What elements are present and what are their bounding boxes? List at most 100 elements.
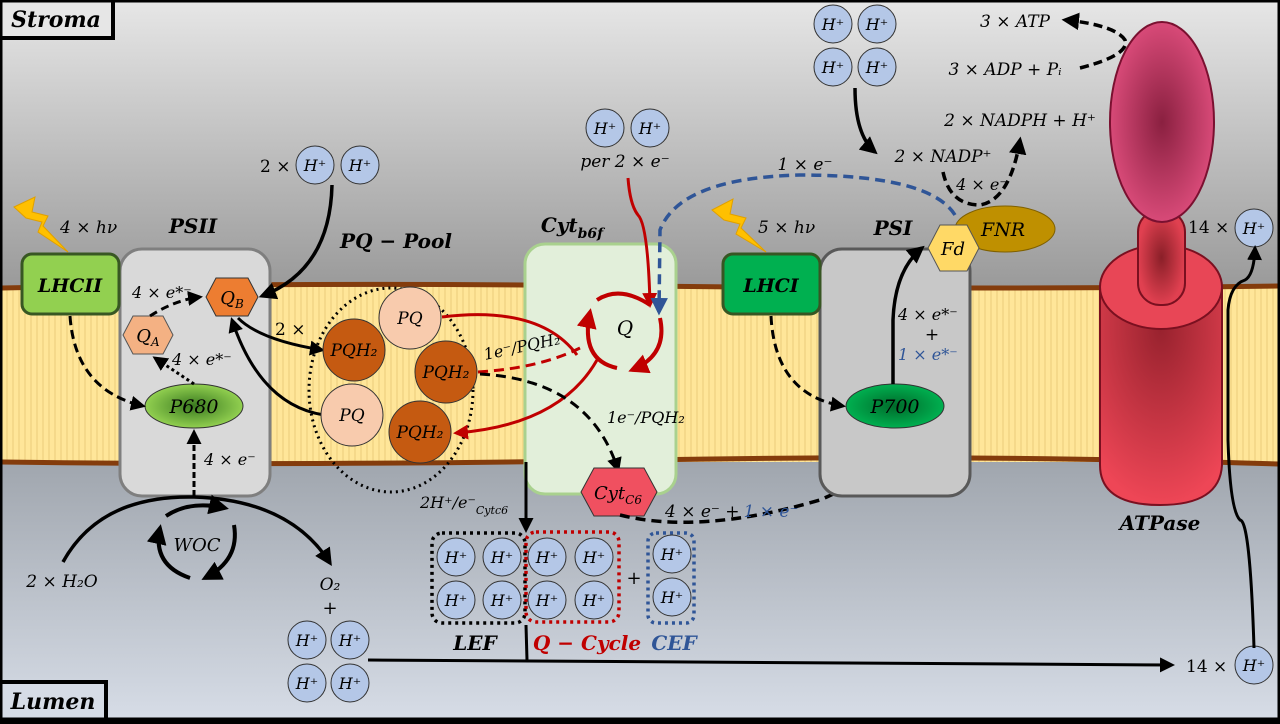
q-cycle-arc-left [576, 308, 618, 370]
lhcii-to-p680-arrow [68, 315, 146, 411]
qa-label: QA [136, 326, 160, 349]
adp-label: 3 × ADP + Pᵢ [948, 60, 1061, 80]
fnr-electron-label: 4 × e⁻ [955, 175, 1008, 194]
proton-label: H⁺ [1242, 656, 1265, 675]
proton-label: H⁺ [295, 674, 318, 693]
proton-icon: H⁺ [857, 4, 897, 44]
atpase-base [1099, 285, 1223, 507]
proton-icon: H⁺ [295, 145, 335, 185]
lhci-to-p700-arrow [769, 315, 846, 412]
proton-icon: H⁺ [652, 534, 692, 574]
water-label: 2 × H₂O [25, 572, 98, 592]
proton-label: H⁺ [338, 674, 361, 693]
proton-label: H⁺ [1242, 219, 1265, 238]
nadph-label: 2 × NADPH + H⁺ [943, 111, 1096, 131]
atpase-lumen-protons-label: 14 × [1186, 657, 1227, 677]
protons-to-nadp-arrow [853, 87, 878, 155]
p700-fd-plus: + [925, 325, 939, 345]
qcycle-proton-group [524, 530, 621, 624]
pq-pool-title: PQ − Pool [339, 229, 452, 253]
proton-icon: H⁺ [652, 577, 692, 617]
proton-icon: H⁺ [585, 108, 625, 148]
pq-molecule-label: PQH₂ [421, 363, 469, 383]
p700-label: P700 [869, 396, 919, 418]
atp-label: 3 × ATP [980, 12, 1051, 32]
lhcii [20, 252, 121, 316]
nadp-label: 2 × NADP⁺ [893, 147, 991, 167]
p680-qa-electron-label: 4 × e*⁻ [171, 350, 232, 369]
proton-label: H⁺ [348, 156, 371, 175]
psii-title: PSII [168, 214, 218, 238]
woc-cycle-arrow-top [164, 494, 229, 518]
pq-molecule-label: PQ [396, 309, 422, 329]
proton-icon: H⁺ [813, 47, 853, 87]
lumen-label-box: Lumen [0, 680, 108, 722]
proton-icon: H⁺ [482, 537, 522, 577]
psii-stroma-protons-prefix: 2 × [260, 157, 290, 177]
lhcii-label: LHCII [37, 275, 103, 297]
woc-cycle-arrow-right [201, 524, 237, 580]
lightning-bolt-icon [13, 196, 69, 253]
lef-label: LEF [452, 631, 498, 655]
pq-molecule-label: PQH₂ [395, 423, 443, 443]
cef-electron-label: 1 × e⁻ [778, 155, 833, 175]
fd-hexagon [927, 224, 980, 272]
stroma-label: Stroma [11, 7, 101, 33]
proton-label: H⁺ [660, 545, 683, 564]
qb-pq-stoich-label: 2 × [275, 320, 305, 340]
proton-label: H⁺ [338, 631, 361, 650]
cytb6f-title: Cytb6f [541, 213, 606, 242]
cytb6f-complex [523, 242, 678, 496]
proton-label: H⁺ [295, 631, 318, 650]
qa-hexagon [122, 315, 174, 355]
proton-label: H⁺ [535, 548, 558, 567]
pqh2-c6-label: 1e⁻/PQH₂ [607, 408, 685, 427]
q-to-pqh2-red-arrow [453, 359, 599, 440]
lumen-protons-psii: H⁺ H⁺ H⁺ H⁺ [287, 620, 370, 703]
psi-complex [818, 247, 972, 498]
woc-label: WOC [173, 535, 220, 556]
psii-light-label: 4 × hν [59, 218, 117, 238]
cytb6f-stroma-protons: H⁺ H⁺ [585, 108, 670, 148]
p700-fd-label-black: 4 × e*⁻ [897, 305, 958, 324]
proton-label: H⁺ [865, 15, 888, 34]
proton-label: H⁺ [303, 156, 326, 175]
proton-label: H⁺ [593, 119, 616, 138]
q-cycle-arc-right [628, 317, 664, 374]
proton-icon: H⁺ [630, 108, 670, 148]
cytc6-hexagon [580, 467, 658, 517]
qa-qb-electron-label: 4 × e*⁻ [131, 283, 192, 302]
proton-group-members: H⁺H⁺H⁺H⁺H⁺H⁺H⁺H⁺H⁺H⁺ [436, 534, 692, 620]
woc-cycle-arrow-left [146, 524, 191, 580]
lhci [721, 252, 822, 316]
pq-to-qb-arrow [228, 317, 325, 417]
p680-to-qa-arrow [152, 356, 195, 386]
pqh2-to-cytc6-arrow [479, 372, 622, 473]
p700 [845, 383, 945, 429]
cytb6f-stroma-label: per 2 × e⁻ [580, 152, 669, 172]
proton-icon: H⁺ [527, 580, 567, 620]
proton-icon: H⁺ [436, 537, 476, 577]
atpase-stalk [1137, 209, 1186, 306]
qb-hexagon [205, 277, 259, 317]
proton-label: H⁺ [444, 548, 467, 567]
lhci-label: LHCI [742, 275, 799, 297]
oxygen-plus: + [322, 598, 337, 619]
cytc6-p700-label: 4 × e⁻ +1 × e⁻ [664, 502, 798, 522]
stroma-label-box: Stroma [0, 0, 115, 40]
proton: H⁺ H⁺ [295, 145, 380, 185]
proton-label: H⁺ [582, 548, 605, 567]
proton-groups-plus: + [626, 568, 641, 589]
proton-icon: H⁺ [1234, 645, 1274, 685]
proton-icon: H⁺ [857, 47, 897, 87]
pqh2-molecule: PQH₂ [388, 400, 452, 464]
q-cycle-arc-top [595, 291, 652, 307]
psi-light-label: 5 × hν [758, 218, 815, 238]
lef-proton-group [430, 531, 527, 625]
stroma-to-q-red-arrow [626, 177, 658, 308]
pq-pool-boundary [307, 286, 475, 494]
atpase-head [1109, 21, 1215, 223]
cytb6f-lumen-label: 2H⁺/e⁻Cytc6 [419, 493, 508, 517]
proton-label: H⁺ [821, 15, 844, 34]
